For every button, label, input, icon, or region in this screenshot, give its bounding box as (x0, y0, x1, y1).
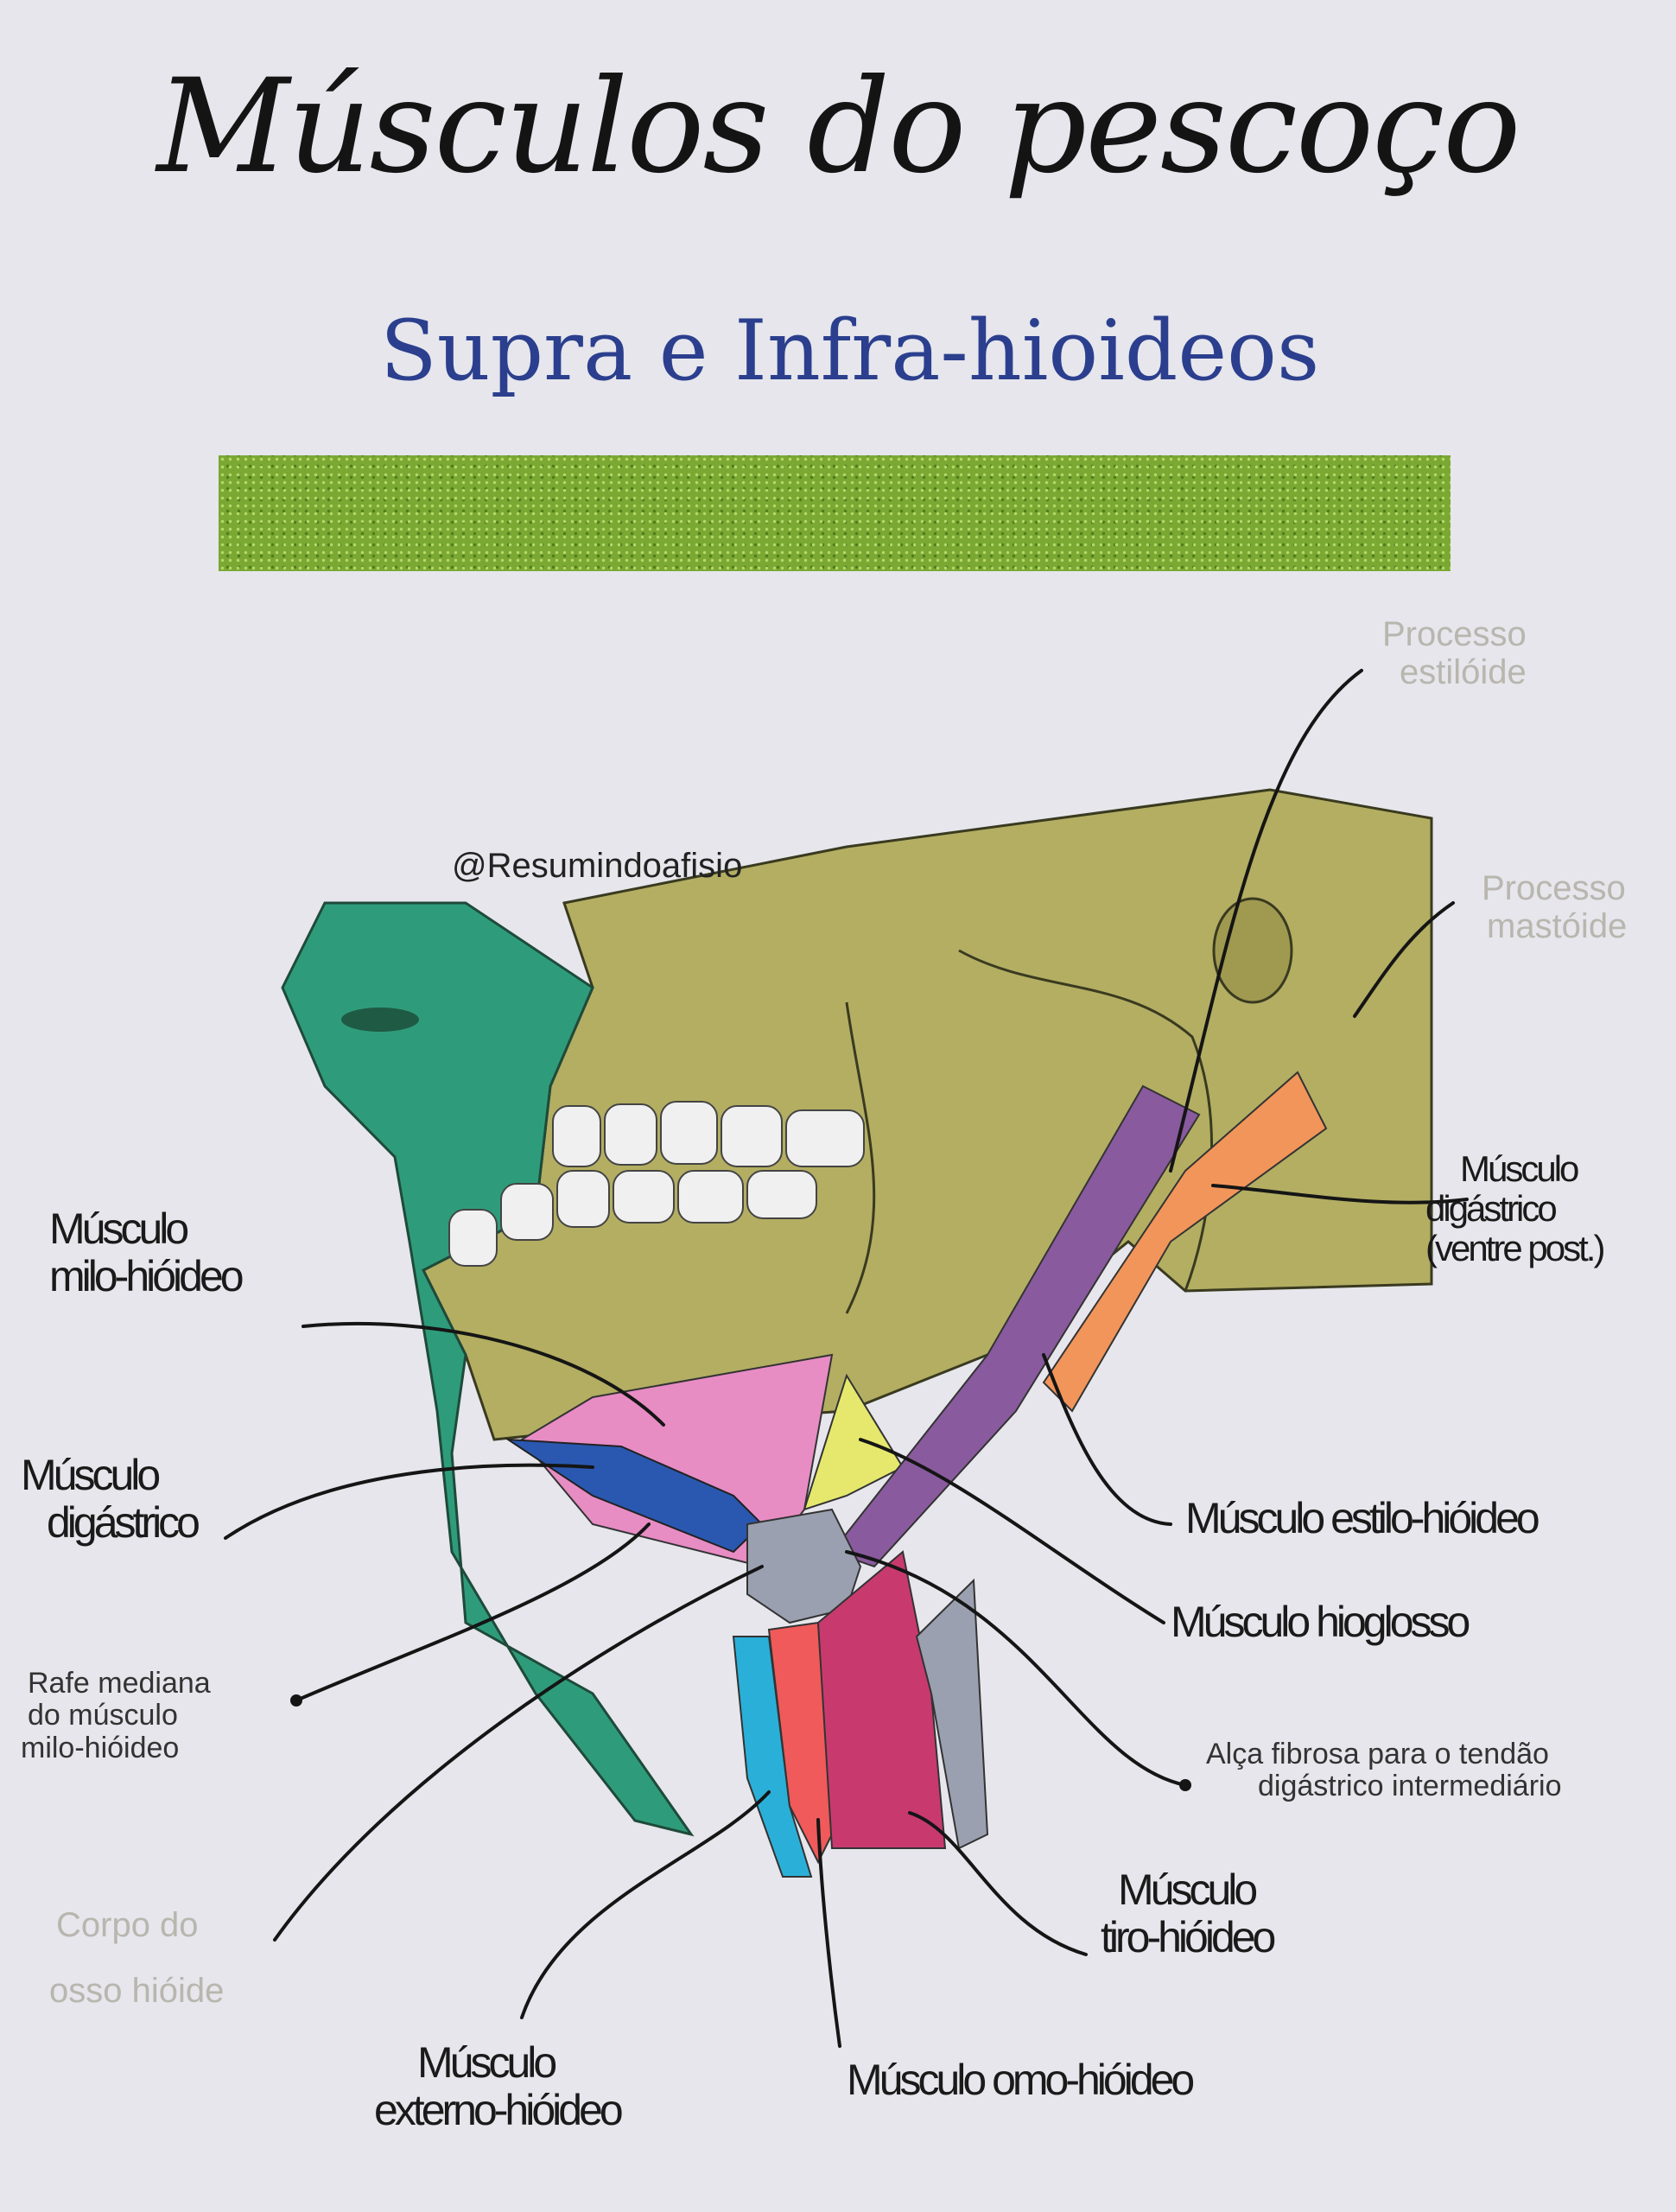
label-line: osso hióide (49, 1972, 225, 2010)
thyroid-cartilage (915, 1578, 989, 1850)
label-line: Alça fibrosa para o tendão (1206, 1738, 1549, 1770)
label-line: Músculo (1118, 1866, 1258, 1914)
teeth (448, 1101, 865, 1267)
label-line: milo-hióideo (49, 1252, 244, 1300)
label-line: milo-hióideo (21, 1731, 180, 1764)
label-line: digástrico intermediário (1258, 1770, 1562, 1803)
label-line: mastóide (1487, 907, 1628, 945)
label-line: estilóide (1400, 653, 1527, 691)
label-line: do músculo (28, 1699, 178, 1732)
omo-hioideo-muscle (767, 1621, 834, 1865)
label-rafe-mediana: Rafe mediana do músculo milo-hióideo (21, 1667, 211, 1764)
label-hioglosso: Músculo hioglosso (1171, 1598, 1470, 1646)
nostril (341, 1007, 419, 1032)
label-processo-estiloide: Processo estilóide (1382, 615, 1527, 691)
mandible-outline (845, 949, 1214, 1314)
label-externo-hioideo: Músculo externo-hióideo (374, 2038, 624, 2134)
label-line: Rafe mediana (28, 1667, 211, 1700)
label-line: Processo (1482, 869, 1626, 907)
label-line: digástrico (47, 1498, 200, 1547)
leader-dot (1179, 1779, 1191, 1791)
label-digastrico-ventre-posterior: Músculo digástrico (ventre post.) (1425, 1148, 1605, 1269)
label-processo-mastoide: Processo mastóide (1482, 869, 1627, 945)
label-line: tiro-hióideo (1101, 1913, 1276, 1961)
label-line: (ventre post.) (1425, 1228, 1605, 1269)
watermark: @Resumindoafisio (452, 847, 743, 885)
subtitle: Supra e Infra-hioideos (380, 302, 1320, 399)
estilo-hioideo-muscle (830, 1084, 1201, 1568)
label-milo-hioideo: Músculo milo-hióideo (49, 1205, 244, 1300)
label-corpo-osso-hioide: Corpo do osso hióide (49, 1892, 224, 2024)
page-title: Músculos do pescoço (156, 52, 1520, 202)
label-line: externo-hióideo (374, 2086, 624, 2134)
leader-lines (224, 669, 1469, 2048)
label-line: Corpo do (56, 1906, 199, 1944)
label-line: Músculo (21, 1451, 161, 1499)
label-line: Processo (1382, 615, 1527, 653)
hioglosso-muscle (803, 1373, 905, 1511)
label-line: Músculo (417, 2038, 557, 2087)
digastrico-posterior-muscle (1042, 1071, 1328, 1413)
label-digastrico: Músculo digástrico (21, 1451, 200, 1547)
face (281, 901, 695, 1837)
label-line: Músculo (49, 1205, 189, 1253)
label-line: Músculo (1460, 1148, 1579, 1189)
label-tiro-hioideo: Músculo tiro-hióideo (1101, 1866, 1276, 1961)
leader-dot (290, 1694, 302, 1707)
label-omo-hioideo: Músculo omo-hióideo (847, 2056, 1195, 2104)
label-line: digástrico (1425, 1188, 1558, 1230)
label-alca-fibrosa: Alça fibrosa para o tendão digástrico in… (1206, 1738, 1562, 1803)
green-glitter-tape (219, 455, 1451, 571)
label-estilo-hioideo: Músculo estilo-hióideo (1185, 1494, 1540, 1542)
